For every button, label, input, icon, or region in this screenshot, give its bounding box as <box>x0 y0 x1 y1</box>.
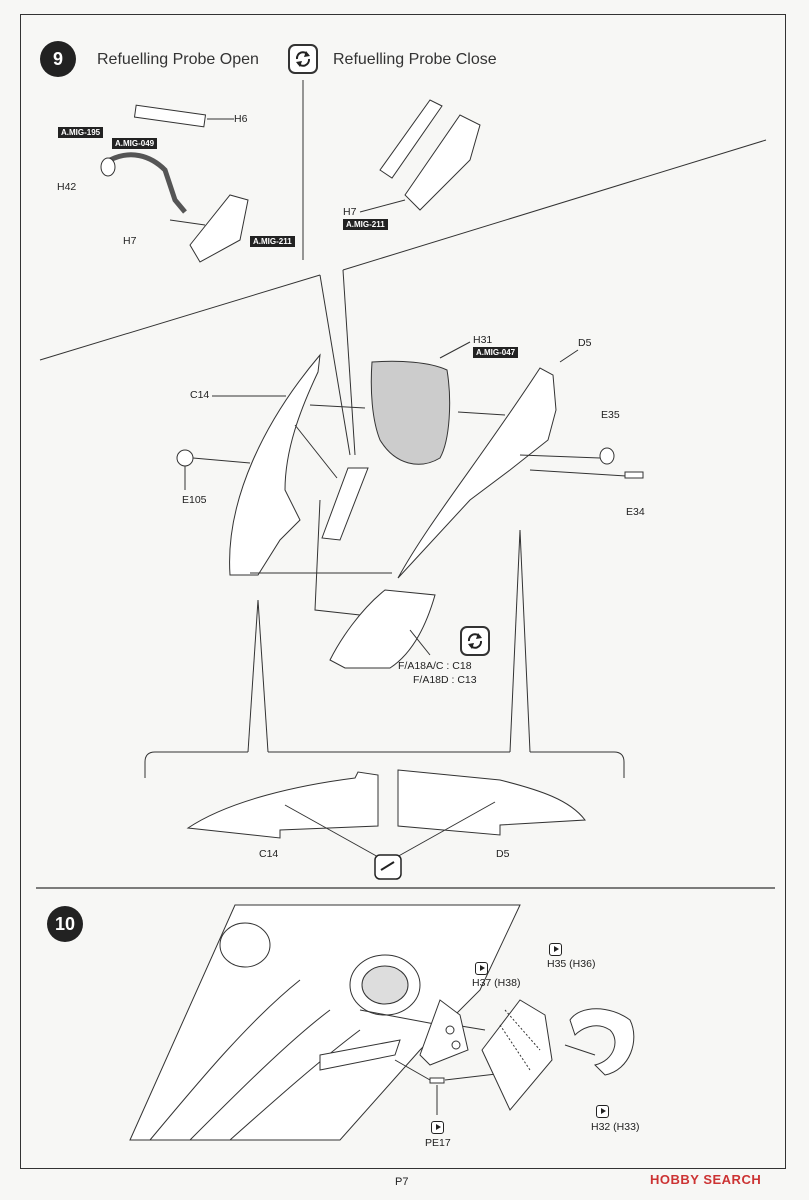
flip-arrows-icon-2 <box>460 626 490 656</box>
callout-h42: H42 <box>57 181 77 193</box>
callout-h7-open: H7 <box>123 235 137 247</box>
part-h32 <box>569 1008 635 1076</box>
page-frame <box>20 14 786 1169</box>
page-number: P7 <box>395 1176 409 1188</box>
callout-c14: C14 <box>190 389 210 401</box>
detail-callout-d5: D5 <box>496 848 510 860</box>
panel-c14 <box>192 353 366 576</box>
paint-mig211-close: A.MIG-211 <box>343 219 388 230</box>
part-pe17 <box>429 1077 445 1115</box>
part-h37 <box>419 999 469 1066</box>
fuselage-intake-drawing <box>129 904 596 1141</box>
paint-mig211-open: A.MIG-211 <box>250 236 295 247</box>
paint-mig047: A.MIG-047 <box>473 347 519 358</box>
part-e105 <box>176 449 194 490</box>
photo-etch-marker-icon <box>549 943 562 956</box>
step-9-badge: 9 <box>40 41 76 77</box>
detail-panels <box>186 769 586 859</box>
glue-tube-icon <box>374 854 402 880</box>
callout-h37: H37 (H38) <box>472 977 521 989</box>
detail-callout-c14: C14 <box>259 848 279 860</box>
callout-h31: H31 <box>473 334 493 346</box>
small-insert-part <box>294 424 369 541</box>
part-h35 <box>481 999 553 1111</box>
callout-variant-d: F/A18D : C13 <box>413 674 477 686</box>
photo-etch-marker-icon-2 <box>475 962 488 975</box>
step-10-badge: 10 <box>47 906 83 942</box>
step-9-title-close: Refuelling Probe Close <box>333 51 497 68</box>
callout-h35: H35 (H36) <box>547 958 596 970</box>
probe-close-parts <box>359 99 481 213</box>
probe-open-parts <box>100 104 249 263</box>
callout-h6: H6 <box>234 113 248 125</box>
part-c18-c13 <box>250 499 436 669</box>
callout-pe17: PE17 <box>425 1137 451 1149</box>
flip-arrows-icon <box>288 44 318 74</box>
callout-h7-close: H7 <box>343 206 357 218</box>
paint-mig195: A.MIG-195 <box>58 127 104 138</box>
step-9-title-open: Refuelling Probe Open <box>97 51 259 68</box>
panel-d5 <box>397 349 644 579</box>
callout-h32: H32 (H33) <box>591 1121 640 1133</box>
callout-e35: E35 <box>601 409 620 421</box>
photo-etch-marker-icon-4 <box>431 1121 444 1134</box>
callout-d5: D5 <box>578 337 592 349</box>
canopy-h31 <box>370 341 506 465</box>
callout-e34: E34 <box>626 506 645 518</box>
photo-etch-marker-icon-3 <box>596 1105 609 1118</box>
paint-mig049: A.MIG-049 <box>112 138 158 149</box>
callout-e105: E105 <box>182 494 207 506</box>
callout-variant-a: F/A18A/C : C18 <box>398 660 472 672</box>
watermark: HOBBY SEARCH <box>650 1172 762 1187</box>
